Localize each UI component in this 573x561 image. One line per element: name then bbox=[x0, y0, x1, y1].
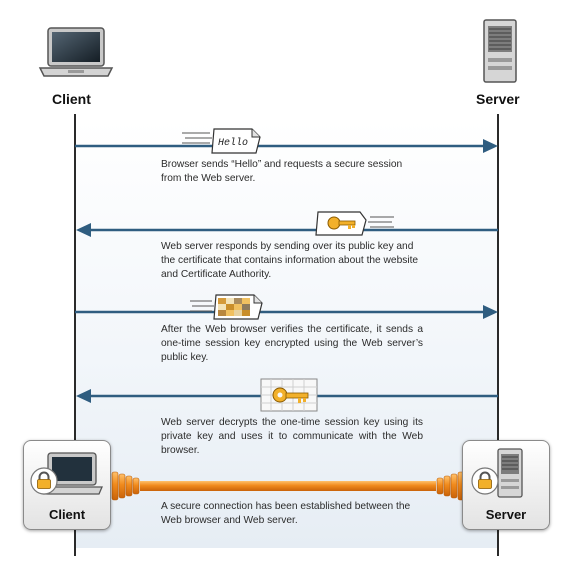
client-label: Client bbox=[52, 91, 91, 107]
hello-note-icon: Hello bbox=[182, 126, 266, 161]
server-tower-icon bbox=[495, 447, 525, 504]
final-step-text: A secure connection has been established… bbox=[161, 501, 411, 526]
client-laptop-icon bbox=[30, 449, 104, 504]
step-4-text: Web server decrypts the one-time session… bbox=[161, 417, 423, 456]
arrow-to-client bbox=[75, 222, 499, 243]
server-lifeline bbox=[497, 114, 499, 556]
step-3-text: After the Web browser verifies the certi… bbox=[161, 324, 423, 363]
secure-client-box: Client bbox=[23, 440, 111, 530]
secure-server-box: Server bbox=[462, 440, 550, 530]
lock-icon bbox=[471, 467, 499, 500]
exchange-region bbox=[75, 120, 498, 548]
lock-icon bbox=[30, 467, 58, 500]
public-key-certificate-icon bbox=[312, 208, 394, 243]
svg-text:Hello: Hello bbox=[218, 137, 248, 149]
client-lifeline bbox=[74, 114, 76, 556]
arrow-to-server bbox=[75, 138, 499, 159]
step-1-text: Browser sends “Hello” and requests a sec… bbox=[161, 159, 403, 184]
secure-server-label: Server bbox=[485, 507, 527, 522]
encrypted-session-key-icon bbox=[190, 292, 268, 327]
server-label: Server bbox=[476, 91, 520, 107]
secure-client-label: Client bbox=[48, 507, 86, 522]
step-2-text: Web server responds by sending over its … bbox=[161, 241, 419, 280]
server-tower-icon bbox=[480, 18, 520, 89]
arrow-to-server bbox=[75, 304, 499, 325]
decrypted-session-key-icon bbox=[260, 378, 318, 417]
client-laptop-icon bbox=[36, 24, 116, 89]
secure-connection-tube bbox=[110, 468, 466, 509]
